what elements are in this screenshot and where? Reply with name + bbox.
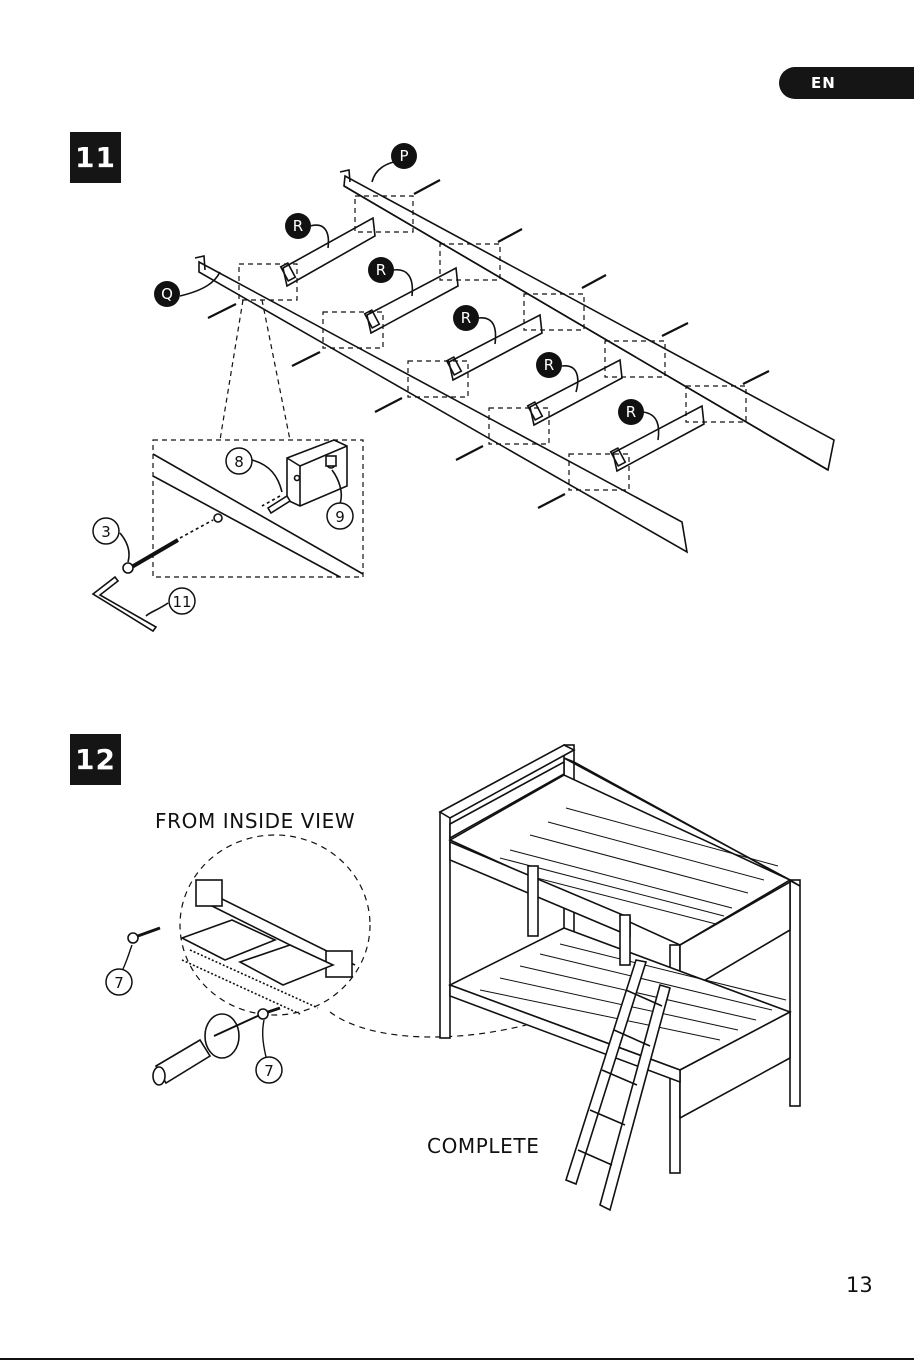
callout-7-left: 7 bbox=[114, 974, 124, 992]
screwdriver-icon bbox=[153, 1014, 262, 1085]
callout-7-bottom: 7 bbox=[264, 1062, 274, 1080]
bottom-rule bbox=[0, 1358, 914, 1360]
page-number: 13 bbox=[846, 1273, 873, 1297]
inside-view-caption: FROM INSIDE VIEW bbox=[155, 809, 355, 833]
complete-caption: COMPLETE bbox=[427, 1134, 539, 1158]
